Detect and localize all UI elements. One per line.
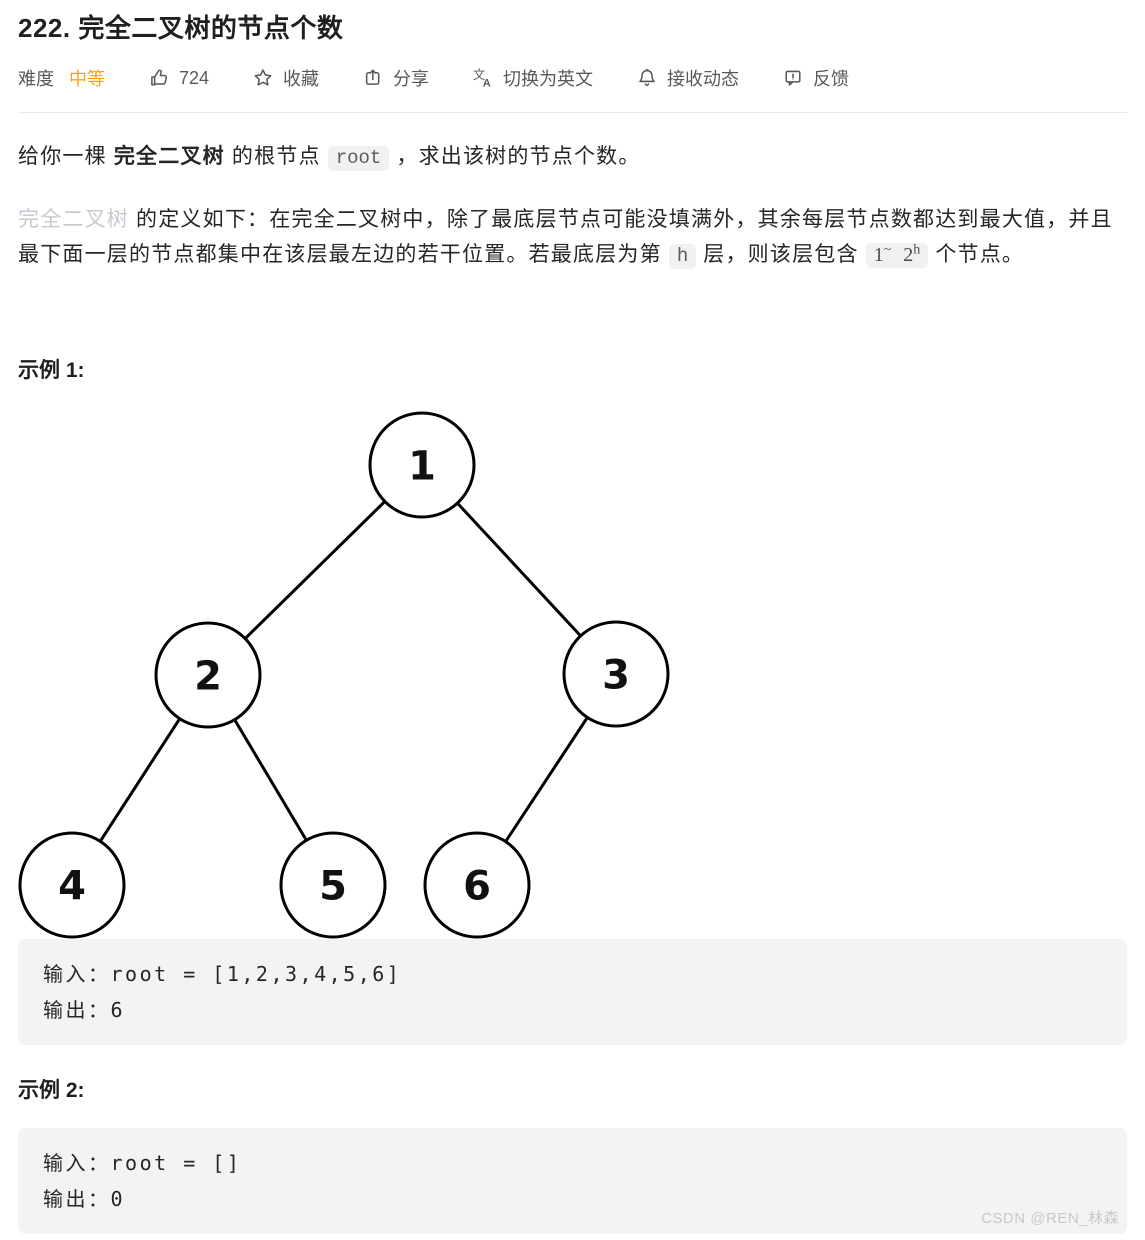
inline-code-root: root: [327, 146, 390, 171]
meta-toolbar: 难度 中等 724 收藏: [18, 65, 1127, 91]
favorite-button[interactable]: 收藏: [253, 65, 319, 91]
subscribe-label: 接收动态: [667, 69, 740, 89]
translate-icon: 文 A: [473, 68, 493, 88]
input-value: root = [1,2,3,4,5,6]: [110, 962, 402, 986]
statement-bold-term: 完全二叉树: [113, 145, 225, 168]
input-label: 输入：: [43, 1151, 111, 1175]
tree-svg: 1 2 3 4 5 6: [18, 411, 670, 939]
example2-input-line: 输入：root = []: [43, 1145, 1102, 1181]
share-icon: [363, 68, 383, 88]
problem-statement: 给你一棵 完全二叉树 的根节点 root ，求出该树的节点个数。: [18, 139, 1127, 176]
example1-code-wrap: 输入：root = [1,2,3,4,5,6] 输出：6: [18, 939, 1127, 1045]
bell-icon: [637, 68, 657, 88]
subscribe-button[interactable]: 接收动态: [637, 65, 739, 91]
switch-language-button[interactable]: 文 A 切换为英文: [473, 65, 593, 91]
range-base-2: 2: [903, 244, 914, 266]
range-sup-2: h: [913, 242, 921, 258]
feedback-label: 反馈: [813, 69, 850, 89]
statement-text-after: ，求出该树的节点个数。: [389, 145, 641, 168]
problem-title: 222. 完全二叉树的节点个数: [18, 13, 344, 43]
svg-text:4: 4: [58, 863, 86, 909]
example2-code-block: 输入：root = [] 输出：0: [18, 1128, 1127, 1234]
svg-text:A: A: [483, 78, 491, 88]
switch-language-label: 切换为英文: [503, 69, 594, 89]
statement-text-mid: 的根节点: [224, 145, 328, 168]
output-label: 输出：: [43, 1187, 111, 1211]
example1-code-block: 输入：root = [1,2,3,4,5,6] 输出：6: [18, 939, 1127, 1045]
definition-text-3: 个节点。: [928, 243, 1025, 266]
inline-code-range: 1~2h: [865, 242, 929, 268]
like-button[interactable]: 724: [149, 68, 209, 89]
thumbs-up-icon: [149, 68, 169, 88]
output-value: 6: [110, 998, 126, 1022]
example1-output-line: 输出：6: [43, 992, 1102, 1028]
star-icon: [253, 68, 273, 88]
input-value: root = []: [110, 1151, 242, 1175]
svg-text:文: 文: [473, 68, 485, 82]
tree-diagram: 1 2 3 4 5 6: [18, 409, 1127, 939]
complete-binary-tree-link[interactable]: 完全二叉树: [18, 208, 129, 231]
favorite-label: 收藏: [283, 69, 320, 89]
input-label: 输入：: [43, 962, 111, 986]
definition-text-2: 层，则该层包含: [696, 243, 866, 266]
example1-heading: 示例 1:: [18, 359, 85, 382]
example2-code-wrap: 输入：root = [] 输出：0 CSDN @REN_林森: [18, 1128, 1127, 1234]
range-sup-1: ~: [883, 242, 892, 258]
feedback-button[interactable]: 反馈: [783, 65, 849, 91]
svg-text:6: 6: [463, 863, 491, 909]
difficulty-label: 难度: [18, 69, 54, 89]
like-count: 724: [179, 67, 210, 88]
output-label: 输出：: [43, 998, 111, 1022]
feedback-icon: [783, 68, 803, 88]
difficulty: 难度 中等: [18, 65, 105, 91]
watermark: CSDN @REN_林森: [981, 1210, 1119, 1227]
statement-text-before: 给你一棵: [18, 145, 114, 168]
definition-paragraph: 完全二叉树 的定义如下：在完全二叉树中，除了最底层节点可能没填满外，其余每层节点…: [18, 202, 1127, 274]
example2-output-line: 输出：0: [43, 1181, 1102, 1217]
definition-text-1: 的定义如下：在完全二叉树中，除了最底层节点可能没填满外，其余每层节点数都达到最大…: [18, 208, 1113, 266]
svg-text:5: 5: [319, 863, 347, 909]
output-value: 0: [110, 1187, 126, 1211]
example1-input-line: 输入：root = [1,2,3,4,5,6]: [43, 956, 1102, 992]
divider: [18, 112, 1127, 113]
share-button[interactable]: 分享: [363, 65, 429, 91]
svg-text:1: 1: [408, 443, 436, 489]
share-label: 分享: [393, 69, 430, 89]
difficulty-badge: 中等: [69, 69, 105, 89]
inline-code-h: h: [668, 244, 697, 269]
svg-text:2: 2: [194, 653, 222, 699]
svg-text:3: 3: [602, 652, 630, 698]
example2-heading: 示例 2:: [18, 1079, 85, 1102]
range-base-1: 1: [873, 244, 884, 266]
